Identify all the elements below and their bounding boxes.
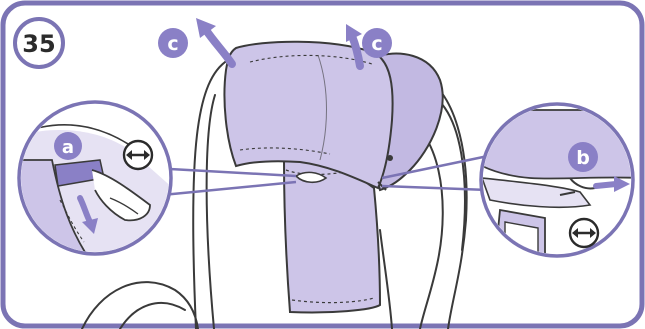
callout-b: b — [568, 142, 598, 172]
callout-c-right: c — [362, 28, 392, 58]
callout-c-left-label: c — [167, 33, 178, 55]
callout-a-label: a — [62, 137, 74, 158]
rotate-horizontal-icon — [124, 141, 152, 169]
callout-a: a — [54, 132, 82, 160]
callout-b-label: b — [576, 147, 590, 169]
step-badge: 35 — [15, 19, 63, 67]
step-number: 35 — [22, 30, 55, 58]
rotate-horizontal-icon — [570, 219, 598, 247]
callout-c-right-label: c — [371, 33, 382, 55]
callout-c-left: c — [158, 28, 188, 58]
